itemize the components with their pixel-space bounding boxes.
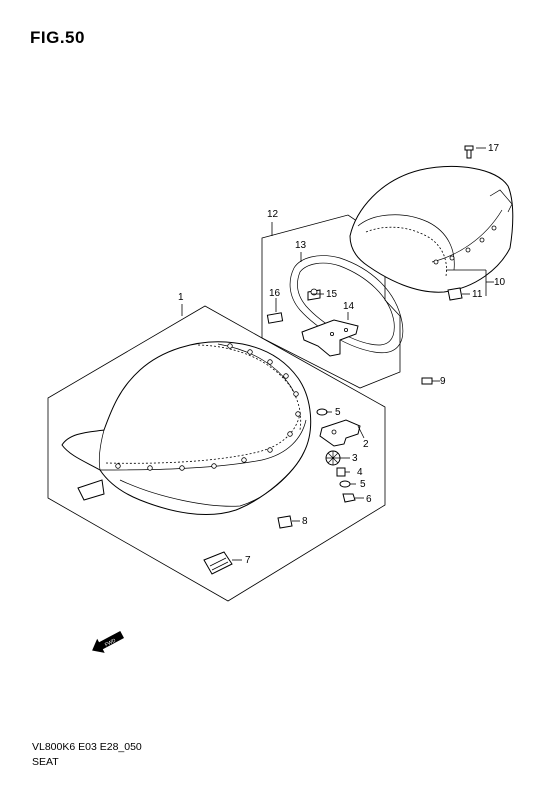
- footer-code: VL800K6 E03 E28_050: [32, 741, 142, 753]
- callout-15: 15: [326, 289, 338, 300]
- callout-14: 14: [343, 301, 355, 312]
- leader-lines: [181, 147, 494, 561]
- washer-5-lower: [339, 480, 351, 488]
- front-seat-group-box: [47, 305, 386, 602]
- callout-9: 9: [440, 376, 446, 387]
- callout-2: 2: [363, 439, 369, 450]
- bolt-9: [421, 377, 433, 385]
- callout-12: 12: [267, 209, 279, 220]
- nut-6: [342, 493, 356, 503]
- cushion-11: [447, 287, 463, 301]
- callouts: 1 2 3 4 5 5 6 7 8 9 10 11 12 13 14 15 16…: [178, 143, 506, 566]
- grommet-3: [325, 450, 341, 466]
- footer-name: SEAT: [32, 756, 59, 768]
- rear-seat-bracket: [301, 319, 359, 357]
- pillion-seat: [349, 166, 514, 293]
- washer-5-upper: [316, 408, 328, 416]
- callout-5a: 5: [335, 407, 341, 418]
- block-7: [203, 551, 233, 575]
- collar-4: [336, 467, 346, 477]
- forward-arrow-icon: FWD: [92, 630, 125, 653]
- callout-6: 6: [366, 494, 372, 505]
- bolt-17: [464, 145, 474, 159]
- callout-13: 13: [295, 240, 307, 251]
- plate-2: [319, 419, 361, 447]
- callout-8: 8: [302, 516, 308, 527]
- front-seat: [61, 341, 312, 515]
- figure-title: FIG.50: [30, 28, 85, 47]
- fwd-label: FWD: [104, 637, 117, 648]
- callout-16: 16: [269, 288, 281, 299]
- pad: [266, 312, 284, 324]
- cushion-8: [277, 515, 293, 529]
- callout-3: 3: [352, 453, 358, 464]
- seat-strap: [289, 255, 404, 354]
- callout-10: 10: [494, 277, 506, 288]
- nut-15: [307, 288, 321, 301]
- callout-11: 11: [472, 289, 483, 300]
- callout-17: 17: [488, 143, 500, 154]
- callout-1: 1: [178, 292, 184, 303]
- callout-5b: 5: [360, 479, 366, 490]
- callout-4: 4: [357, 467, 363, 478]
- callout-7: 7: [245, 555, 251, 566]
